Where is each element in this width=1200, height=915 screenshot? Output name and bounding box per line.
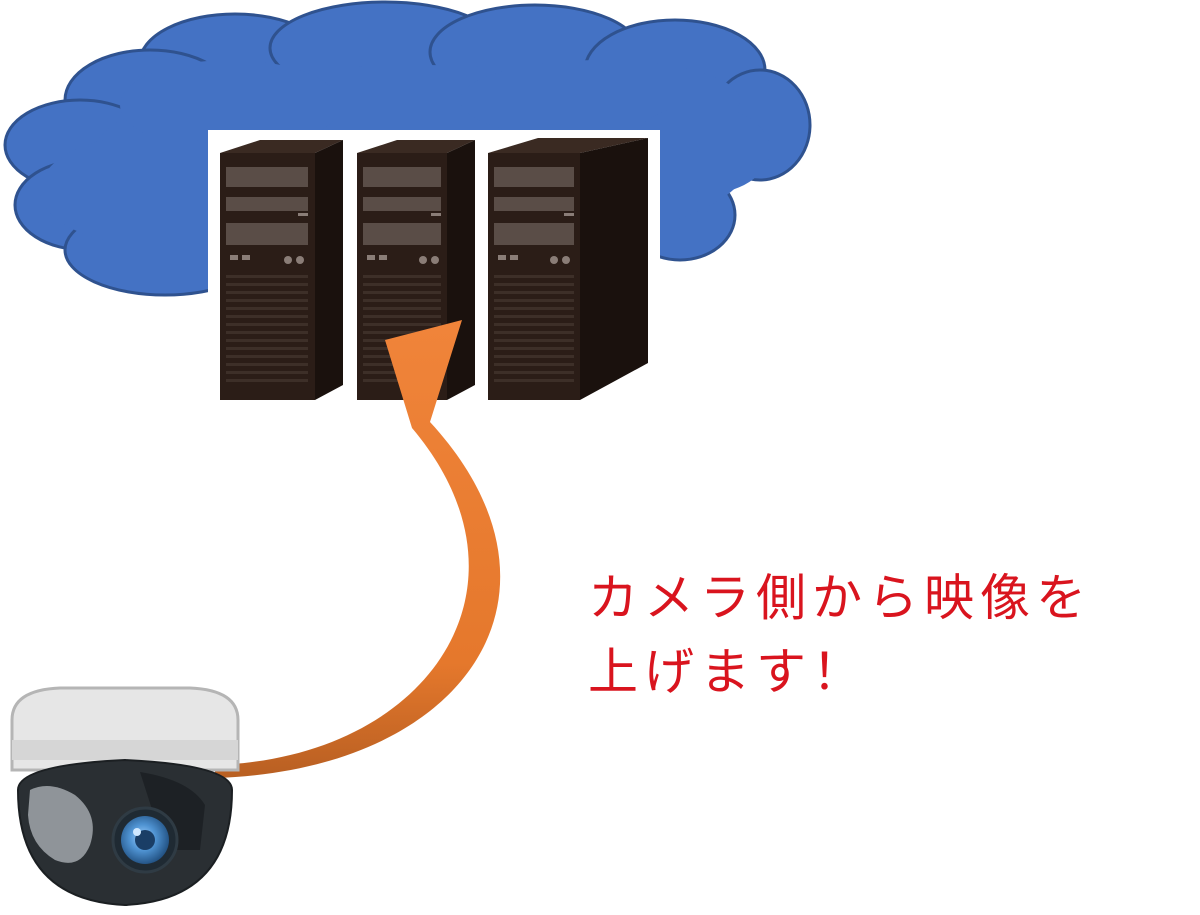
curved-upload-arrow-icon <box>215 320 501 778</box>
caption-line-2: 上げます！ <box>588 643 868 701</box>
security-camera-icon <box>10 686 240 907</box>
caption-line-1: カメラ側から映像を <box>588 569 1092 627</box>
server-tower-icon <box>488 138 648 400</box>
server-tower-icon <box>220 140 343 400</box>
